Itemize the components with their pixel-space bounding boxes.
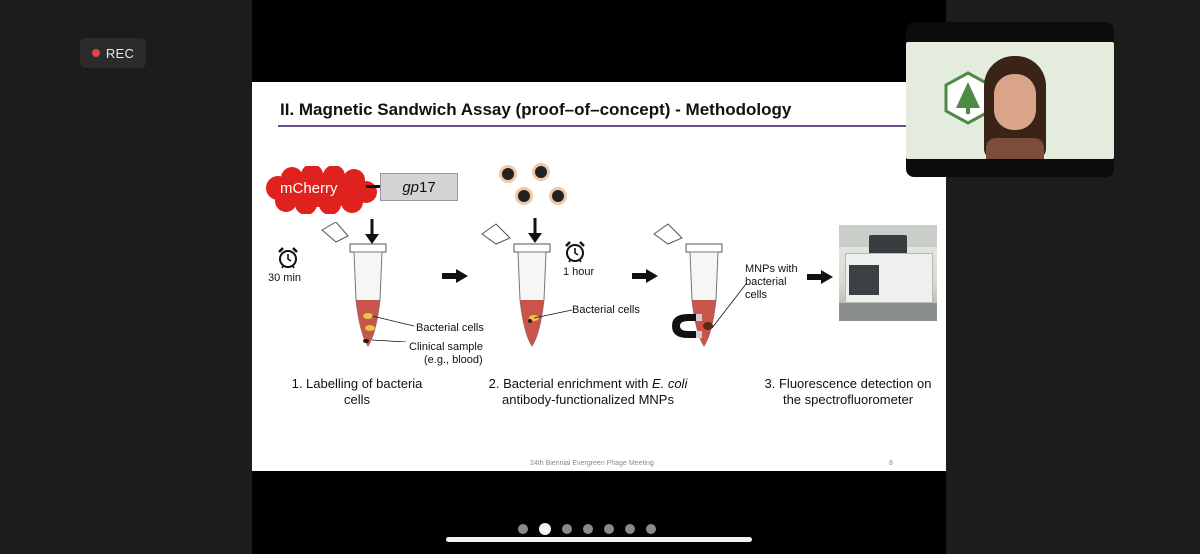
mcherry-cloud-icon	[266, 166, 377, 214]
gp17-number: 17	[419, 178, 436, 196]
instrument-top	[869, 235, 907, 255]
mnps-label: MNPs with bacterial cells	[745, 263, 798, 302]
step1-caption-line1: 1. Labelling of bacteria	[291, 376, 423, 391]
title-divider	[278, 125, 918, 127]
page-dot-active[interactable]	[539, 523, 551, 535]
mcherry-label: mCherry	[280, 180, 338, 197]
mnps-label-line3: cells	[745, 289, 768, 301]
step3-caption-line1: 3. Fluorescence detection on	[764, 376, 932, 391]
presenter-face	[994, 74, 1036, 130]
magnet-icon	[672, 314, 702, 338]
gp17-italic: gp	[402, 178, 419, 196]
presentation-slide: II. Magnetic Sandwich Assay (proof–of–co…	[252, 82, 946, 471]
page-dot[interactable]	[583, 524, 593, 534]
page-dot[interactable]	[518, 524, 528, 534]
step1-caption: 1. Labelling of bacteria cells	[282, 376, 432, 408]
bacterial-cells-label-2: Bacterial cells	[572, 304, 640, 316]
down-arrow-icon	[528, 218, 542, 243]
right-arrow-icon	[632, 269, 658, 283]
eppendorf-tube-icon	[321, 222, 387, 347]
right-arrow-icon	[807, 270, 833, 284]
page-dot[interactable]	[604, 524, 614, 534]
presenter-shoulders	[986, 138, 1044, 159]
callout-lines	[372, 315, 415, 342]
clinical-sample-label: Clinical sample	[409, 341, 483, 353]
spectrofluorometer-photo	[839, 225, 937, 321]
instrument-panel	[849, 265, 879, 295]
clinical-sample-example: (e.g., blood)	[424, 354, 483, 366]
webcam-video[interactable]	[906, 42, 1114, 159]
home-indicator-bar[interactable]	[446, 537, 752, 542]
page-dot[interactable]	[625, 524, 635, 534]
mnps-label-line1: MNPs with	[745, 263, 798, 275]
down-arrow-icon	[365, 219, 379, 244]
eppendorf-tube-icon	[481, 223, 551, 347]
page-indicator[interactable]	[518, 522, 682, 536]
photo-bench	[839, 303, 937, 321]
alarm-clock-icon	[278, 247, 298, 269]
eppendorf-tube-icon	[653, 223, 723, 347]
right-arrow-icon	[442, 269, 468, 283]
step3-caption: 3. Fluorescence detection on the spectro…	[758, 376, 938, 408]
presenter	[976, 56, 1054, 159]
nanoparticle-cluster-icon	[499, 163, 567, 205]
step2-caption-line1: 2. Bacterial enrichment with E. coli	[488, 376, 688, 392]
recording-indicator: REC	[80, 38, 146, 68]
mnps-label-line2: bacterial	[745, 276, 787, 288]
slide-footer: 24th Biennial Evergreen Phage Meeting	[530, 460, 654, 467]
slide-title: II. Magnetic Sandwich Assay (proof–of–co…	[280, 100, 792, 119]
alarm-clock-icon	[565, 241, 585, 263]
step2-time: 1 hour	[563, 266, 595, 278]
linker-line	[366, 185, 381, 188]
bacterial-cells-label: Bacterial cells	[416, 322, 484, 334]
page-dot[interactable]	[646, 524, 656, 534]
record-dot-icon	[91, 49, 100, 57]
step2-caption-italic: E. coli	[651, 376, 688, 391]
recording-label: REC	[105, 45, 135, 61]
callout-line	[534, 309, 573, 319]
step3-caption-line2: the spectrofluorometer	[782, 392, 914, 407]
step2-caption: 2. Bacterial enrichment with E. coli ant…	[488, 376, 688, 408]
callout-line	[711, 283, 747, 329]
left-gutter	[0, 0, 252, 554]
step1-time: 30 min	[268, 272, 302, 284]
step2-caption-prefix: 2. Bacterial enrichment with	[488, 376, 652, 391]
step1-caption-line2: cells	[343, 392, 370, 407]
slide-page-number: 8	[889, 460, 893, 467]
step2-caption-line2: antibody-functionalized MNPs	[502, 392, 674, 407]
page-dot[interactable]	[562, 524, 572, 534]
